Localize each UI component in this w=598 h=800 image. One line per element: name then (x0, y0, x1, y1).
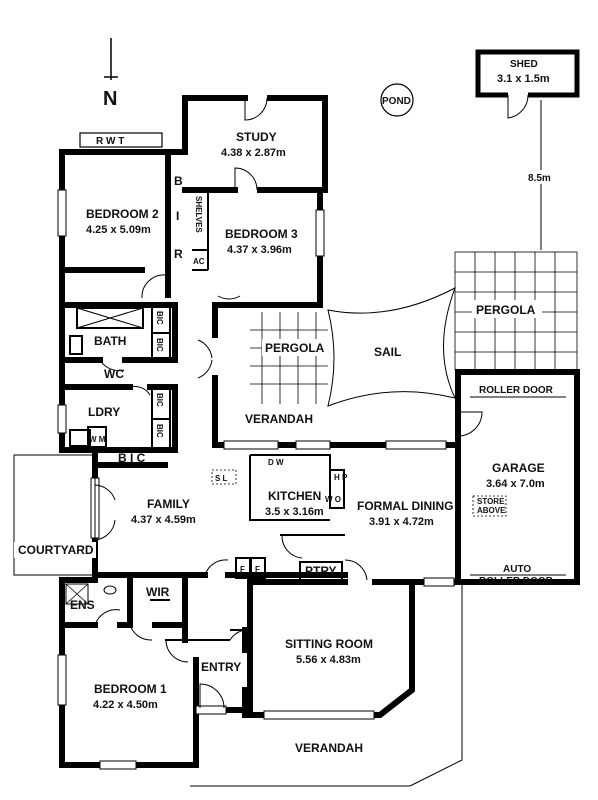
store-line1: STORE (477, 497, 505, 506)
bedroom1-name: BEDROOM 1 (94, 682, 167, 696)
shed-dims: 3.1 x 1.5m (497, 73, 550, 85)
store-line2: ABOVE (477, 506, 506, 515)
bedroom2-dims: 4.25 x 5.09m (86, 224, 151, 236)
wir-label: WIR (146, 585, 170, 599)
interior-lines (69, 190, 345, 641)
auto-roller-label: ROLLER DOOR (479, 576, 554, 587)
courtyard-label: COURTYARD (18, 543, 94, 557)
sl-label: S L (215, 474, 228, 483)
bir-i: I (176, 209, 179, 223)
study-dims: 4.38 x 2.87m (221, 147, 286, 159)
shed-name: SHED (510, 59, 538, 70)
courtyard: COURTYARD (13, 454, 96, 576)
verandah-top-label: VERANDAH (245, 412, 313, 426)
pergola-left (250, 312, 328, 404)
pond-label: POND (382, 96, 411, 107)
wc-label: WC (104, 367, 124, 381)
kitchen-name: KITCHEN (268, 489, 321, 503)
sitting-name: SITTING ROOM (285, 637, 373, 651)
pond: POND (380, 83, 414, 117)
garage-name: GARAGE (492, 461, 545, 475)
bic-3: BIC (155, 393, 164, 407)
bic-1: BIC (155, 311, 164, 325)
rwt-label: R W T (96, 136, 124, 147)
ac-label: AC (193, 257, 205, 266)
windows (57, 189, 455, 770)
ptry-label: PTRY (305, 564, 337, 578)
bedroom3-dims: 4.37 x 3.96m (227, 244, 292, 256)
bedroom2-name: BEDROOM 2 (86, 207, 159, 221)
f-label-2: F (255, 565, 260, 574)
family-name: FAMILY (147, 497, 190, 511)
bic-4: BIC (155, 424, 164, 438)
bedroom1-dims: 4.22 x 4.50m (93, 699, 158, 711)
verandah-bottom-label: VERANDAH (295, 741, 363, 755)
shed: SHED 3.1 x 1.5m (475, 49, 580, 119)
wo-label: W O (325, 495, 341, 504)
ens-label: ENS (70, 598, 95, 612)
garage-dims: 3.64 x 7.0m (486, 478, 545, 490)
dw-label: D W (268, 458, 284, 467)
wm-label: W M (89, 435, 106, 444)
bic-bottom-label: B I C (118, 451, 146, 465)
verandah-outline (190, 582, 463, 787)
bir-b: B (174, 174, 183, 188)
hp-label: H P (334, 473, 348, 482)
sail-label: SAIL (374, 345, 401, 359)
shade-sail: SAIL (327, 286, 456, 407)
pergola-right-label: PERGOLA (476, 303, 536, 317)
door-swings (94, 97, 483, 709)
kitchen-dims: 3.5 x 3.16m (265, 506, 324, 518)
north-label: N (103, 88, 117, 110)
formal-dining-name: FORMAL DINING (357, 499, 453, 513)
formal-dining-dims: 3.91 x 4.72m (369, 516, 434, 528)
family-dims: 4.37 x 4.59m (131, 514, 196, 526)
distance-marker: 8.5m (527, 100, 557, 250)
bath-label: BATH (94, 334, 126, 348)
bedroom3-name: BEDROOM 3 (225, 227, 298, 241)
ldry-label: LDRY (88, 405, 120, 419)
entry-label: ENTRY (201, 660, 241, 674)
rain-water-tank: R W T (79, 132, 163, 148)
pergola-left-label: PERGOLA (265, 341, 325, 355)
auto-label: AUTO (503, 564, 531, 575)
roller-door-label: ROLLER DOOR (479, 385, 554, 396)
f-label-1: F (240, 565, 245, 574)
shelves-label: SHELVES (194, 196, 203, 233)
sitting-dims: 5.56 x 4.83m (296, 654, 361, 666)
distance-label: 8.5m (528, 173, 551, 184)
study-name: STUDY (236, 130, 277, 144)
north-arrow: N (103, 38, 118, 110)
bic-2: BIC (155, 338, 164, 352)
bir-r: R (174, 247, 183, 261)
